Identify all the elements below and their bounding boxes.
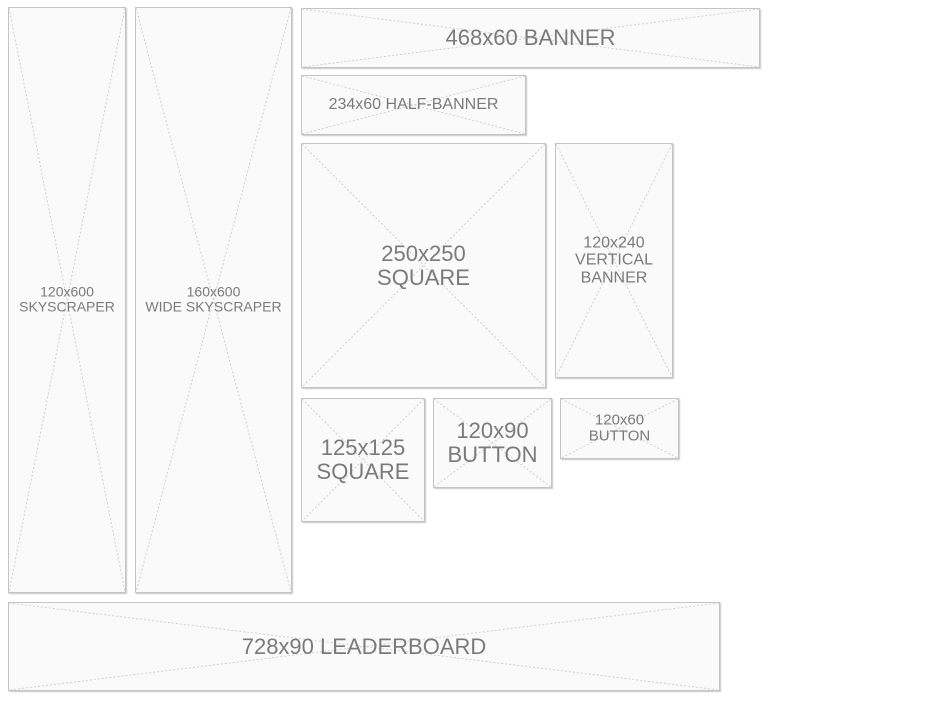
button-120x90-name: BUTTON <box>447 442 538 467</box>
wide-skyscraper-placeholder: 160x600 WIDE SKYSCRAPER <box>135 7 292 593</box>
square-125-name: SQUARE <box>316 459 410 484</box>
cross-lines <box>136 8 291 592</box>
button-120x90-size: 120x90 <box>456 417 529 443</box>
vertical-banner-name-1: VERTICAL <box>575 251 653 269</box>
cross-lines <box>302 76 525 134</box>
banner-label: 468x60 BANNER <box>302 24 759 50</box>
vertical-banner-placeholder: 120x240 VERTICAL BANNER <box>555 143 673 378</box>
square-125-size: 125x125 <box>320 434 406 460</box>
cross-lines <box>9 603 719 690</box>
wide-skyscraper-label: 160x600 WIDE SKYSCRAPER <box>136 283 291 316</box>
square-125-label: 125x125 SQUARE <box>302 434 424 484</box>
vertical-banner-label: 120x240 VERTICAL BANNER <box>556 234 672 287</box>
cross-lines <box>561 399 678 458</box>
button-120x90-placeholder: 120x90 BUTTON <box>433 398 552 488</box>
half-banner-placeholder: 234x60 HALF-BANNER <box>301 75 526 135</box>
banner-placeholder: 468x60 BANNER <box>301 8 760 68</box>
button-120x60-size: 120x60 <box>594 411 645 428</box>
button-120x60-name: BUTTON <box>588 427 651 445</box>
cross-lines <box>302 9 759 67</box>
leaderboard-text: 728x90 LEADERBOARD <box>241 633 487 659</box>
vertical-banner-name-2: BANNER <box>580 269 648 287</box>
square-250-placeholder: 250x250 SQUARE <box>301 143 546 388</box>
half-banner-text: 234x60 HALF-BANNER <box>328 96 499 114</box>
button-120x60-placeholder: 120x60 BUTTON <box>560 398 679 459</box>
cross-lines <box>556 144 672 377</box>
cross-lines <box>302 399 424 521</box>
cross-lines <box>434 399 551 487</box>
square-125-placeholder: 125x125 SQUARE <box>301 398 425 522</box>
leaderboard-placeholder: 728x90 LEADERBOARD <box>8 602 720 691</box>
skyscraper-size: 120x600 <box>40 283 94 300</box>
half-banner-label: 234x60 HALF-BANNER <box>302 96 525 114</box>
skyscraper-name: SKYSCRAPER <box>19 299 115 315</box>
banner-text: 468x60 BANNER <box>445 24 616 50</box>
leaderboard-label: 728x90 LEADERBOARD <box>9 634 719 658</box>
button-120x90-label: 120x90 BUTTON <box>434 417 551 467</box>
square-250-label: 250x250 SQUARE <box>302 240 545 290</box>
vertical-banner-size: 120x240 <box>583 234 645 252</box>
skyscraper-placeholder: 120x600 SKYSCRAPER <box>8 7 126 593</box>
cross-lines <box>302 144 545 387</box>
wide-skyscraper-name: WIDE SKYSCRAPER <box>145 299 282 315</box>
skyscraper-label: 120x600 SKYSCRAPER <box>9 283 125 316</box>
cross-lines <box>9 8 125 592</box>
square-250-size: 250x250 <box>381 240 466 266</box>
button-120x60-label: 120x60 BUTTON <box>561 411 678 445</box>
wide-skyscraper-size: 160x600 <box>186 283 241 300</box>
square-250-name: SQUARE <box>377 264 470 290</box>
